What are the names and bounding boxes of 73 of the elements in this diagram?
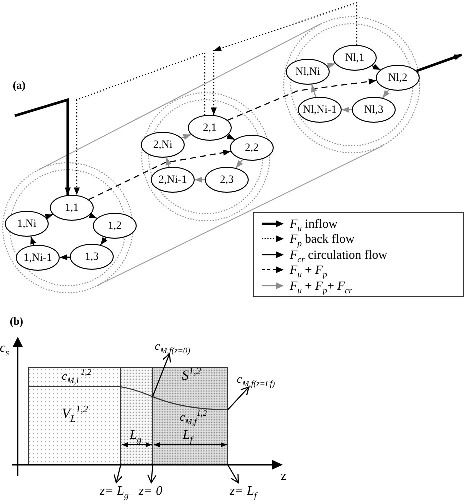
arrow [327,63,336,69]
position-label: z= L$_{g}$ [100,484,129,498]
legend-label: F$_{u}$ + F$_{p}$ [290,263,328,278]
x-axis [12,460,283,470]
compartment-label: 1,2 [108,220,122,232]
arrow [195,177,205,183]
arrow [382,90,390,98]
leader-arrow [228,386,250,410]
position-label: z= 0 [139,484,163,498]
compartment-label: 2,1 [203,122,217,134]
compartment-ellipse [352,97,396,123]
compartment-ellipse [5,211,49,237]
arrow [236,159,244,169]
arrow [416,54,462,72]
formula-label: S$^{1,2}$ [182,369,202,384]
leader-arrow [114,464,123,484]
legend-label: F$_{u}$ + F$_{p}$+ F$_{cr}$ [290,278,352,293]
compartment-ellipse [376,65,420,91]
compartment-ellipse [188,115,232,141]
compartment-label: 1,Ni-1 [24,252,52,264]
compartment-label: 1,Ni [17,218,37,230]
compartment-ellipse [70,244,114,270]
arrow [45,214,54,220]
compartment-label: 2,2 [245,142,259,154]
compartment-ellipse [151,167,195,193]
compartment-label: 1,3 [85,251,99,263]
compartment-ellipse [141,132,185,158]
compartment-label: Nl,Ni [296,66,320,78]
arrow [226,134,236,140]
compartment-ellipse [205,167,249,193]
compartment-ellipse [286,59,330,85]
position-label: z= L$_{f}$ [230,484,257,498]
compartment-ellipse [333,45,377,71]
compartment-ellipse [298,97,342,123]
arrow [342,107,352,113]
legend-label: F$_{u}$ inflow [290,217,338,231]
compartment-ellipse [50,195,94,221]
compartment-ellipse [93,213,137,239]
legend-label: F$_{cr}$ circulation flow [290,248,388,262]
leader-arrow [148,464,157,484]
compartment-label: Nl,Ni-1 [303,104,337,116]
axis-label: z [281,469,287,484]
formula-label: c$_{M,f(z=Lf)}$ [237,373,276,386]
arrow [311,84,318,98]
arrow [182,134,192,140]
leader-arrow [228,464,240,484]
arrow [60,254,70,260]
dimension-label: L$_{g}$ [130,428,142,442]
compartment-label: 2,3 [220,174,234,186]
arrow [100,237,108,246]
arrow [30,236,36,246]
compartment-label: 1,1 [65,202,79,214]
arrow [14,98,71,196]
panel-label: (a) [13,80,26,92]
dashed-arrow [88,150,231,200]
legend-label: F$_{p}$ back flow [290,232,355,246]
compartment-label: Nl,2 [388,72,408,84]
compartment-label: Nl,1 [345,52,365,64]
dimension-label: L$_{f}$ [183,428,193,442]
compartment-ellipse [16,245,60,271]
arrow [88,212,98,219]
axis-label: c$_{s}$ [0,341,10,356]
compartment-ellipse [230,135,274,161]
dotted-arrow [74,52,206,196]
formula-label: c$_{M,f(z=0)}$ [155,340,190,354]
compartment-label: Nl,3 [364,104,384,116]
arrow [372,64,381,70]
panel-label: (b) [10,316,24,328]
compartment-label: 2,Ni-1 [158,174,188,186]
dashed-arrow [228,78,377,121]
compartment-label: 2,Ni [153,139,173,151]
leader-arrow [152,354,172,398]
arrow [166,158,172,168]
